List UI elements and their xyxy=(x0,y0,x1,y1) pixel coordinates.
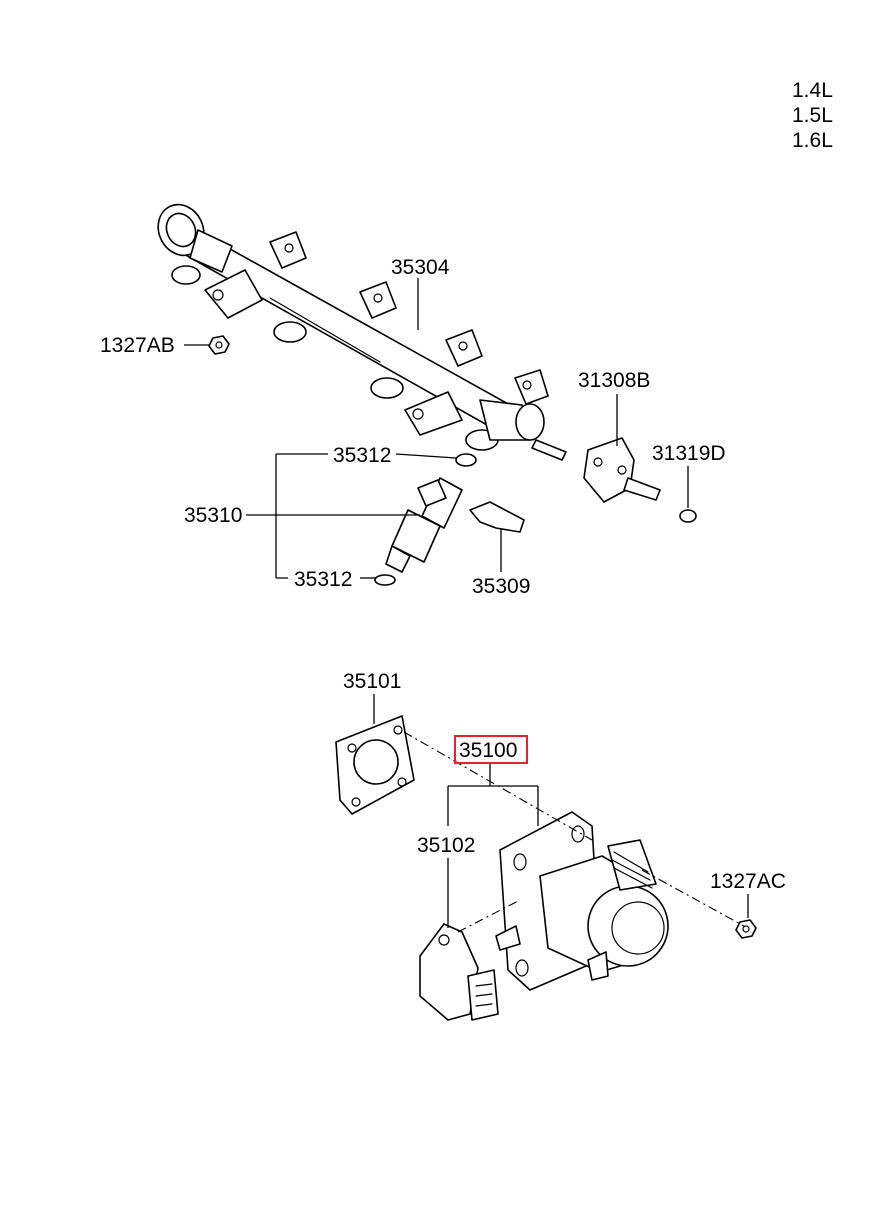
variant-2: 1.5L xyxy=(792,104,833,127)
injector-drawing[interactable] xyxy=(374,453,477,586)
fuel-rail-drawing[interactable] xyxy=(150,197,567,461)
label-fuel-rail[interactable]: 35304 xyxy=(391,256,450,279)
label-nut-lower[interactable]: 1327AC xyxy=(710,870,786,893)
label-injector-oring-upper[interactable]: 35312 xyxy=(333,444,391,467)
injector-clip-drawing[interactable] xyxy=(469,501,525,533)
throttle-position-sensor-drawing[interactable] xyxy=(419,923,499,1021)
variant-1: 1.4L xyxy=(792,79,833,102)
label-throttle-position-sensor[interactable]: 35102 xyxy=(417,834,475,857)
regulator-oring-drawing[interactable] xyxy=(679,509,697,523)
label-throttle-body-assembly[interactable]: 35100 xyxy=(459,739,517,762)
lower-leader-lines xyxy=(373,694,749,928)
throttle-body-drawing[interactable] xyxy=(495,811,669,991)
nut-upper-drawing[interactable] xyxy=(208,335,230,355)
throttle-gasket-drawing[interactable] xyxy=(335,715,415,815)
variant-3: 1.6L xyxy=(792,129,833,152)
label-pressure-regulator[interactable]: 31308B xyxy=(578,369,650,392)
label-injector-oring-lower[interactable]: 35312 xyxy=(294,568,352,591)
engine-variant-list: 1.4L 1.5L 1.6L xyxy=(792,79,833,152)
highlight-box xyxy=(454,735,528,764)
label-regulator-oring[interactable]: 31319D xyxy=(652,442,726,465)
label-throttle-gasket[interactable]: 35101 xyxy=(343,670,401,693)
upper-leader-lines xyxy=(184,278,689,579)
label-injector-assembly[interactable]: 35310 xyxy=(184,504,242,527)
nut-lower-drawing[interactable] xyxy=(735,919,757,939)
part-labels: 35304 1327AB 31308B 31319D 35312 35310 3… xyxy=(100,256,786,893)
pressure-regulator-drawing[interactable] xyxy=(583,437,661,503)
label-injector-clip[interactable]: 35309 xyxy=(472,575,530,598)
label-nut-upper[interactable]: 1327AB xyxy=(100,334,175,357)
